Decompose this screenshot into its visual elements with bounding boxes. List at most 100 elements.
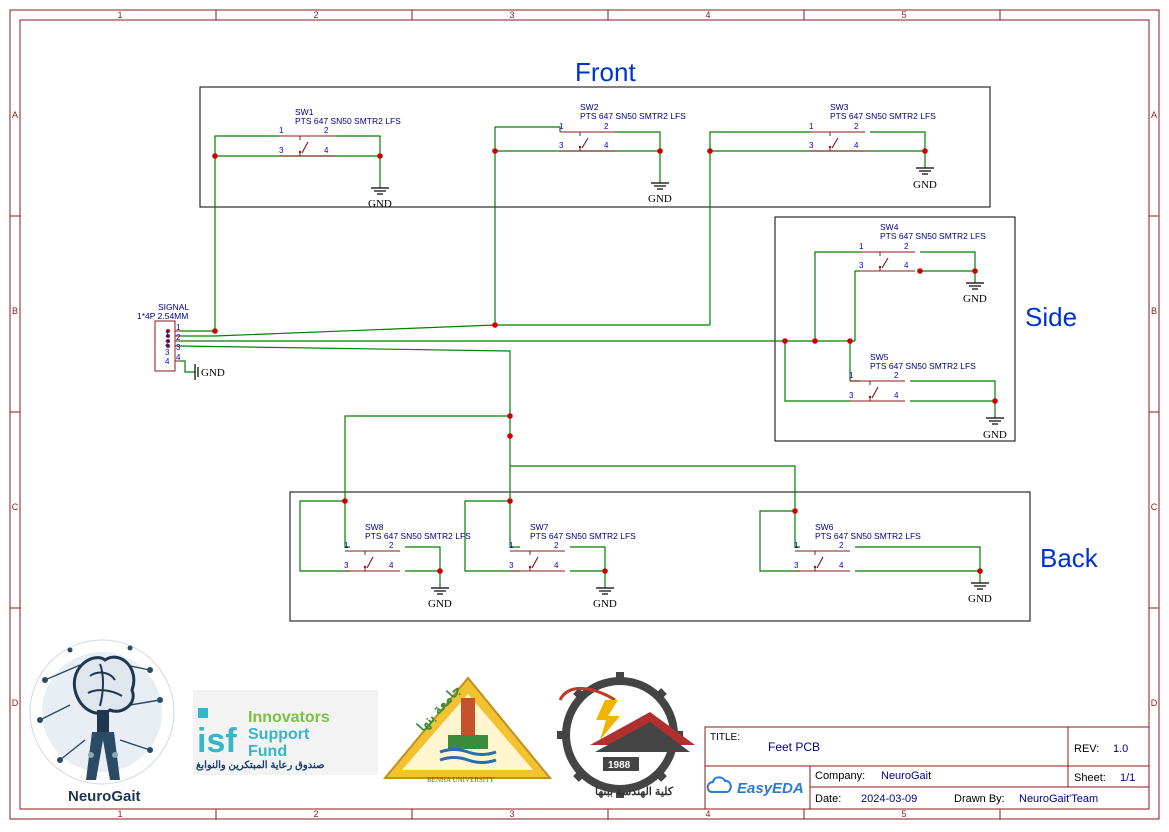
col-label: 4	[705, 809, 710, 819]
switch-part: PTS 647 SN50 SMTR2 LFS	[815, 531, 921, 541]
pin-number: 3	[279, 146, 284, 155]
drawn-by-label: Drawn By:	[954, 793, 1005, 805]
pin-number: 4	[554, 561, 559, 570]
pin-number: 3	[849, 391, 854, 400]
pin-number: 3	[509, 561, 514, 570]
col-label: 2	[313, 809, 318, 819]
col-label: 3	[509, 809, 514, 819]
isf-line2: Support	[248, 726, 310, 743]
pin-number: 2	[324, 126, 329, 135]
company-value: NeuroGait	[881, 770, 931, 782]
connector-pin: 1	[176, 323, 181, 332]
switch-ref: SW8	[365, 522, 384, 532]
gnd-label: GND	[913, 179, 937, 191]
row-label: D	[1151, 698, 1158, 708]
row-label: C	[12, 502, 19, 512]
switch-part: PTS 647 SN50 SMTR2 LFS	[295, 116, 401, 126]
pin-number: 2	[554, 541, 559, 550]
isf-arabic: صندوق رعاية المبتكرين والنوابغ	[196, 760, 324, 771]
pin-number: 3	[794, 561, 799, 570]
frame-labels: 1 2 3 4 5 1 2 3 4 5 A B C D A B C D	[12, 10, 1158, 819]
switch-part: PTS 647 SN50 SMTR2 LFS	[580, 111, 686, 121]
pin-number: 1	[809, 122, 814, 131]
pin-number: 3	[344, 561, 349, 570]
date-label: Date:	[815, 793, 841, 805]
signal-connector: SIGNAL 1*4P 2.54MM 1 2 3 4 1 2 3 4	[137, 302, 189, 372]
pin-number: 3	[809, 141, 814, 150]
col-label: 1	[117, 809, 122, 819]
connector-pin: 3	[165, 348, 170, 357]
pin-number: 4	[904, 261, 909, 270]
gnd-label: GND	[368, 198, 392, 210]
pin-number: 4	[604, 141, 609, 150]
switch-part: PTS 647 SN50 SMTR2 LFS	[870, 361, 976, 371]
connector-ref: SIGNAL	[158, 302, 189, 312]
connector-pin: 3	[176, 343, 181, 352]
col-label: 5	[901, 809, 906, 819]
pin-number: 4	[389, 561, 394, 570]
pin-number: 1	[509, 541, 514, 550]
rev-label: REV:	[1074, 743, 1099, 755]
neurogait-logo-text: NeuroGait	[68, 788, 141, 805]
gnd-symbol: GND	[593, 587, 617, 610]
gnd-label: GND	[968, 593, 992, 605]
switch-ref: SW5	[870, 352, 889, 362]
gnd-symbol: GND	[194, 364, 225, 380]
faculty-engineering-logo: 1988 كلية الهندسة ببنها	[557, 672, 695, 798]
pin-number: 2	[389, 541, 394, 550]
switch-ref: SW1	[295, 107, 314, 117]
switch-ref: SW7	[530, 522, 549, 532]
switch-part: PTS 647 SN50 SMTR2 LFS	[880, 231, 986, 241]
connector-pin: 4	[165, 357, 170, 366]
isf-line1: Innovators	[248, 709, 330, 726]
pin-number: 2	[604, 122, 609, 131]
sheet-label: Sheet:	[1074, 772, 1106, 784]
pin-number: 1	[859, 242, 864, 251]
col-label: 2	[313, 10, 318, 20]
pin-number: 3	[859, 261, 864, 270]
connector-pin: 1	[165, 330, 170, 339]
gnd-label: GND	[983, 429, 1007, 441]
pin-number: 2	[854, 122, 859, 131]
faculty-arabic: كلية الهندسة ببنها	[595, 786, 674, 798]
switch-ref: SW3	[830, 102, 849, 112]
col-label: 1	[117, 10, 122, 20]
gnd-label: GND	[963, 293, 987, 305]
gnd-label: GND	[648, 193, 672, 205]
col-label: 3	[509, 10, 514, 20]
row-label: B	[1151, 306, 1157, 316]
gnd-symbol: GND	[963, 282, 987, 305]
isf-line3: Fund	[248, 743, 287, 760]
faculty-year: 1988	[608, 760, 631, 771]
neurogait-logo: NeuroGait	[29, 639, 175, 805]
easyeda-text: EasyEDA	[737, 780, 804, 797]
switch-part: PTS 647 SN50 SMTR2 LFS	[365, 531, 471, 541]
pin-number: 1	[279, 126, 284, 135]
gnd-symbol: GND	[983, 417, 1007, 441]
pin-number: 1	[794, 541, 799, 550]
gnd-symbol: GND	[428, 587, 452, 610]
gnd-symbol: GND	[368, 187, 392, 210]
switch-part: PTS 647 SN50 SMTR2 LFS	[530, 531, 636, 541]
switch-ref: SW2	[580, 102, 599, 112]
pin-number: 4	[854, 141, 859, 150]
sheet-value: 1/1	[1120, 772, 1135, 784]
pin-number: 4	[839, 561, 844, 570]
pin-number: 4	[894, 391, 899, 400]
switch-ref: SW4	[880, 222, 899, 232]
back-label: Back	[1040, 543, 1099, 573]
pin-number: 1	[344, 541, 349, 550]
gnd-symbol: GND	[913, 167, 937, 191]
pin-number: 1	[559, 122, 564, 131]
front-group-box	[199, 86, 991, 208]
title-block	[704, 726, 1150, 810]
front-label: Front	[575, 57, 636, 87]
gnd-label: GND	[201, 367, 225, 379]
company-label: Company:	[815, 770, 865, 782]
